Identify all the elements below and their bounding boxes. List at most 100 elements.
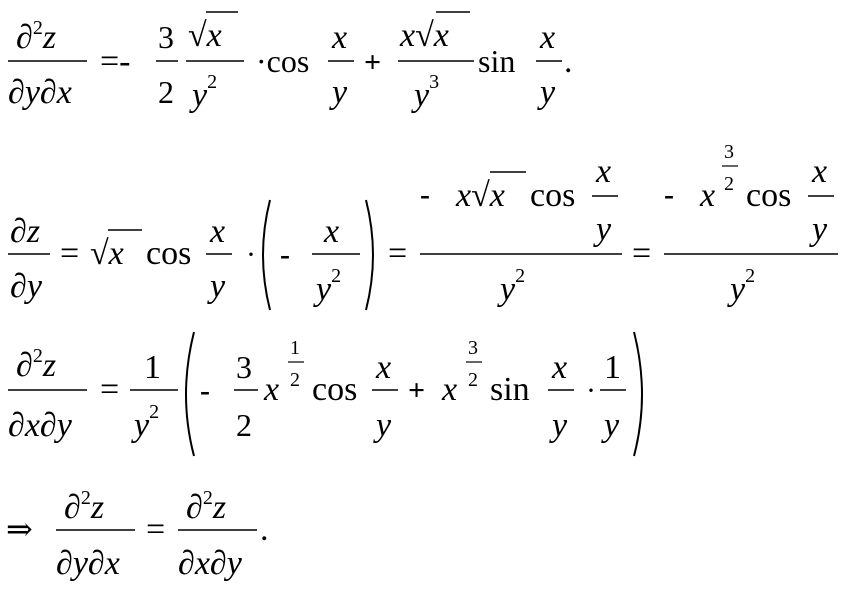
period: . (260, 511, 269, 548)
eq4-lhs-fraction: ∂2z ∂y∂x (56, 487, 135, 582)
svg-text:√x: √x (188, 17, 222, 54)
svg-text:3: 3 (158, 19, 174, 55)
implies-arrow: ⇒ (6, 511, 33, 547)
x-over-y: x y (206, 213, 232, 305)
svg-text:∂2z: ∂2z (186, 487, 226, 526)
svg-text:3: 3 (468, 337, 478, 359)
svg-text:2: 2 (290, 369, 300, 391)
svg-text:1: 1 (604, 349, 621, 386)
svg-text:x: x (209, 213, 225, 250)
svg-text:∂y∂x: ∂y∂x (56, 545, 120, 582)
dot: · (586, 374, 596, 407)
one-over-y2: 1 y2 (130, 349, 178, 444)
svg-text:cos: cos (746, 177, 791, 214)
eq3-lhs-fraction: ∂2z ∂x∂y (8, 345, 87, 444)
svg-text:3: 3 (724, 141, 734, 163)
cos-term: cos (146, 235, 191, 272)
sqrt-x: √x (90, 235, 124, 272)
svg-text:∂2z: ∂2z (16, 17, 56, 56)
svg-text:x: x (595, 153, 611, 190)
x-power-half: x (263, 371, 279, 408)
svg-text:y: y (809, 211, 828, 248)
svg-text:3: 3 (236, 349, 252, 385)
right-paren (365, 199, 374, 311)
svg-text:x: x (811, 153, 827, 190)
svg-text:2: 2 (236, 407, 252, 443)
svg-text:x√x: x√x (399, 17, 449, 54)
svg-text:-: - (420, 178, 430, 211)
x-over-y-2: x y (536, 19, 562, 111)
equals: = (100, 371, 119, 408)
svg-text:2: 2 (158, 74, 174, 110)
minus: - (280, 238, 290, 271)
x-over-y: x y (328, 19, 354, 111)
svg-text:2: 2 (468, 369, 478, 391)
x-over-y: x y (372, 349, 398, 444)
equals: = (632, 235, 651, 272)
x-over-y-2: x y (548, 349, 574, 444)
svg-text:∂y∂x: ∂y∂x (8, 74, 72, 111)
minus: - (200, 374, 210, 407)
equals: = (146, 511, 165, 548)
svg-text:y: y (601, 407, 620, 444)
svg-text:∂x∂y: ∂x∂y (178, 545, 243, 582)
svg-text:y: y (373, 407, 392, 444)
svg-text:∂2z: ∂2z (16, 345, 56, 384)
one-over-y: 1 y (600, 349, 626, 444)
svg-text:cos: cos (530, 177, 575, 214)
equals-minus: =- (100, 43, 131, 80)
sin-term: sin (490, 371, 530, 408)
svg-text:x: x (375, 349, 391, 386)
svg-text:x√x: x√x (455, 177, 505, 214)
svg-text:y3: y3 (411, 71, 439, 114)
three-halves: 3 2 (156, 19, 178, 110)
dot: · (246, 238, 256, 271)
equals: = (60, 235, 79, 272)
svg-text:x: x (699, 177, 715, 214)
big-fraction-2: - x 3 2 cos x y y2 (664, 141, 838, 308)
svg-text:y: y (537, 74, 556, 111)
plus-sign: + (408, 374, 425, 407)
svg-text:y2: y2 (497, 265, 525, 308)
svg-text:y: y (549, 407, 568, 444)
cos-term: ·cos (256, 43, 309, 79)
svg-text:y2: y2 (189, 71, 217, 114)
eq2-lhs-fraction: ∂z ∂y (8, 213, 50, 305)
plus-sign: + (364, 46, 381, 79)
eq4-rhs-fraction: ∂2z ∂x∂y (178, 487, 257, 582)
svg-text:y: y (329, 74, 348, 111)
x-power-three-halves: x (441, 371, 457, 408)
svg-text:-: - (664, 178, 674, 211)
svg-text:∂y: ∂y (10, 268, 43, 305)
eq1-lhs-fraction: ∂2z ∂y∂x (8, 17, 87, 111)
x-sqrt-x-over-y3: x√x y3 (398, 11, 474, 114)
svg-text:∂2z: ∂2z (64, 487, 104, 526)
svg-text:∂x∂y: ∂x∂y (8, 407, 73, 444)
svg-text:1: 1 (144, 349, 161, 386)
left-paren (185, 331, 195, 457)
svg-text:y: y (207, 268, 226, 305)
svg-text:y2: y2 (131, 401, 159, 444)
sin-term: sin (478, 43, 515, 79)
period: . (564, 43, 573, 80)
x-over-y2: x y2 (312, 213, 360, 308)
svg-text:∂z: ∂z (10, 213, 40, 250)
equation-3: ∂2z ∂x∂y = 1 y2 - 3 2 x 1 2 cos x y + x … (8, 331, 643, 457)
svg-text:y2: y2 (727, 265, 755, 308)
equals: = (388, 235, 407, 272)
equation-1: ∂2z ∂y∂x =- 3 2 √x y2 ·cos x y + x√x y3 (8, 11, 573, 114)
equation-4: ⇒ ∂2z ∂y∂x = ∂2z ∂x∂y . (6, 487, 269, 582)
svg-text:y2: y2 (313, 265, 341, 308)
svg-text:x: x (323, 213, 339, 250)
svg-text:x: x (331, 19, 347, 56)
big-fraction-1: - x√x cos x y y2 (420, 153, 622, 308)
right-paren (633, 331, 643, 457)
svg-text:x: x (551, 349, 567, 386)
svg-text:x: x (539, 19, 555, 56)
three-halves: 3 2 (234, 349, 258, 443)
cos-term: cos (312, 371, 357, 408)
sqrt-x-over-y2: √x y2 (186, 11, 244, 114)
svg-text:y: y (593, 211, 612, 248)
svg-text:1: 1 (290, 337, 300, 359)
